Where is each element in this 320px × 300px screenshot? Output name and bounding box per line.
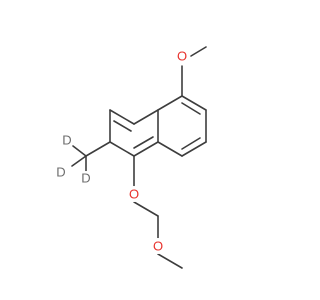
atom-d3: D (81, 171, 90, 186)
bond-c4-c5 (133, 141, 159, 157)
double-bond-ring-a-bottom (133, 136, 154, 149)
atom-d2: D (56, 165, 65, 180)
atom-d1: D (62, 133, 71, 148)
label-bg-d3 (79, 171, 93, 185)
bond-c2-cd3 (85, 141, 111, 157)
bond-cd3-d2 (71, 155, 87, 167)
atom-o-methoxy-top: O (177, 49, 187, 64)
bond-c6-c1 (133, 109, 159, 125)
bond-c6-c7 (157, 95, 183, 111)
bond-o-ring-ch2 (133, 201, 159, 217)
label-bg-d2 (54, 165, 68, 179)
bond-c9-c10 (181, 141, 207, 157)
double-bond-ring-b-top (181, 102, 201, 115)
bond-c10-c5 (157, 141, 183, 157)
bond-c3-c4 (109, 141, 135, 157)
label-bg-o-ring (126, 186, 142, 202)
label-bg-d1 (60, 133, 74, 147)
bonds (71, 46, 207, 269)
label-bg-o-chain (150, 238, 166, 254)
label-bg-o-top (174, 48, 190, 64)
molecule-structure-diagram: O O O D D D (54, 46, 207, 269)
atom-labels: O O O D D D (54, 48, 190, 254)
atom-o-mom-ring: O (129, 187, 139, 202)
double-bond-ring-a-top (113, 120, 132, 132)
bond-cd3-d1 (72, 145, 87, 157)
bond-o-chain-ch3 (157, 253, 183, 269)
atom-o-mom-chain: O (153, 239, 163, 254)
bond-c1-c2 (109, 109, 135, 125)
bond-c7-c8 (181, 95, 207, 111)
bond-o-top-ch3 (190, 46, 207, 57)
double-bond-ring-b-bottom (181, 137, 201, 150)
